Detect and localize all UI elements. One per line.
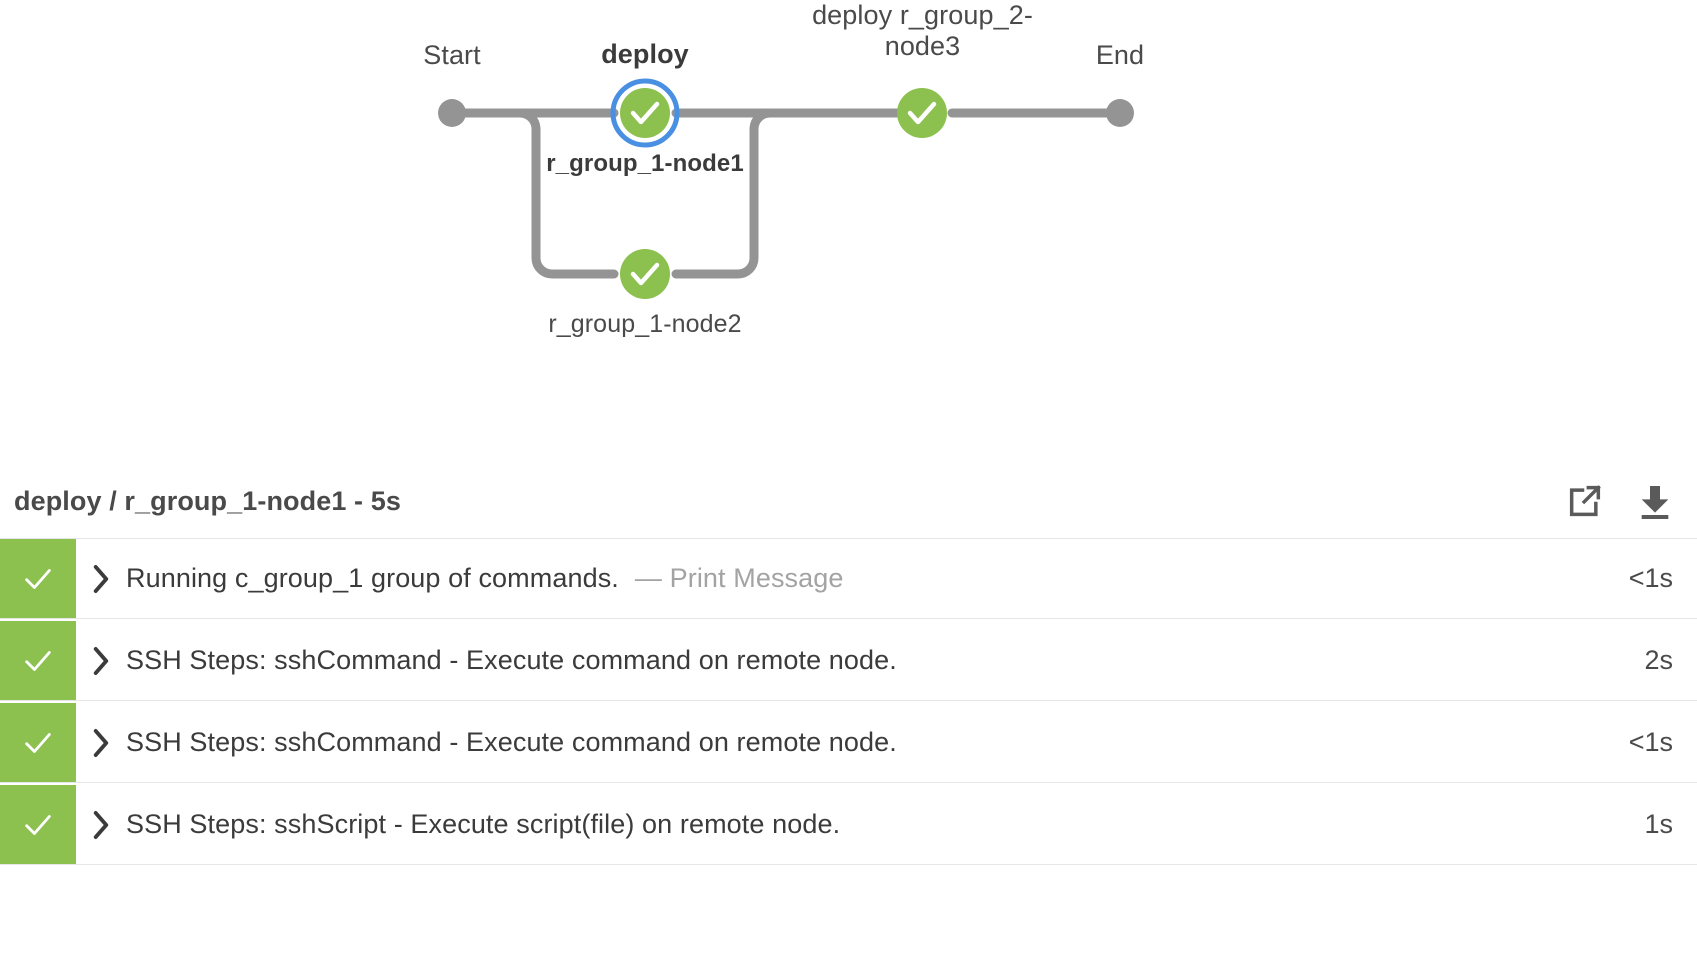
- pipeline-node-r-group-2-node3[interactable]: [897, 88, 947, 138]
- step-note: [840, 809, 856, 839]
- connector-branch-down-left: [495, 108, 619, 279]
- pipeline-node-deploy[interactable]: [610, 78, 680, 148]
- check-icon: [25, 650, 51, 671]
- pipeline-node-r-group-1-node2[interactable]: [620, 249, 670, 299]
- pipeline-connectors: [447, 108, 1125, 279]
- step-status-success: [0, 785, 76, 864]
- check-icon: [25, 732, 51, 753]
- step-row[interactable]: SSH Steps: sshCommand - Execute command …: [0, 621, 1697, 701]
- chevron-right-icon[interactable]: [76, 810, 126, 840]
- selection-ring: [610, 78, 680, 148]
- page-title: deploy / r_group_1-node1 - 5s: [14, 485, 401, 516]
- external-link-icon[interactable]: [1565, 481, 1605, 521]
- pipeline-node-end[interactable]: [1106, 99, 1134, 127]
- pipeline-graph-svg: [438, 78, 1134, 299]
- step-status-success: [0, 703, 76, 782]
- step-title-text: SSH Steps: sshCommand - Execute command …: [126, 727, 897, 757]
- check-icon: [630, 262, 660, 286]
- step-list: Running c_group_1 group of commands. — Pr…: [0, 538, 1697, 865]
- step-note: [897, 645, 913, 675]
- step-title-text: SSH Steps: sshCommand - Execute command …: [126, 645, 897, 675]
- step-duration: <1s: [1628, 563, 1673, 593]
- chevron-right-icon[interactable]: [76, 728, 126, 758]
- status-circle-success: [620, 249, 670, 299]
- pipeline-label-deploy: deploy: [601, 39, 689, 69]
- status-circle-success: [897, 88, 947, 138]
- step-title-text: Running c_group_1 group of commands.: [126, 563, 619, 593]
- chevron-right-icon[interactable]: [76, 564, 126, 594]
- pipeline-node-start[interactable]: [438, 99, 466, 127]
- connector-branch-up-right: [671, 108, 795, 279]
- results-actions: [1565, 481, 1683, 521]
- check-icon: [25, 814, 51, 835]
- step-row[interactable]: Running c_group_1 group of commands. — Pr…: [0, 539, 1697, 619]
- step-row[interactable]: SSH Steps: sshScript - Execute script(fi…: [0, 785, 1697, 865]
- step-note: [897, 727, 913, 757]
- chevron-right-icon[interactable]: [76, 646, 126, 676]
- pipeline-label-r-group-1-node2: r_group_1-node2: [548, 310, 742, 338]
- step-title-text: SSH Steps: sshScript - Execute script(fi…: [126, 809, 841, 839]
- step-duration: 1s: [1644, 809, 1673, 839]
- step-title: SSH Steps: sshScript - Execute script(fi…: [126, 809, 1644, 840]
- step-title: SSH Steps: sshCommand - Execute command …: [126, 645, 1644, 676]
- check-icon: [25, 568, 51, 589]
- step-row[interactable]: SSH Steps: sshCommand - Execute command …: [0, 703, 1697, 783]
- step-results-header: deploy / r_group_1-node1 - 5s: [14, 470, 1683, 532]
- step-title: Running c_group_1 group of commands. — Pr…: [126, 563, 1629, 594]
- pipeline-label-r-group-1-node1: r_group_1-node1: [546, 150, 744, 177]
- step-status-success: [0, 539, 76, 618]
- pipeline-label-end: End: [1095, 40, 1145, 70]
- check-icon: [630, 101, 660, 125]
- status-circle-success: [620, 88, 670, 138]
- pipeline-label-start: Start: [423, 40, 481, 70]
- step-duration: <1s: [1628, 727, 1673, 757]
- step-title: SSH Steps: sshCommand - Execute command …: [126, 727, 1629, 758]
- step-duration: 2s: [1644, 645, 1673, 675]
- step-note: — Print Message: [634, 563, 844, 593]
- check-icon: [907, 101, 937, 125]
- step-status-success: [0, 621, 76, 700]
- pipeline-label-r-group-2-node3: deploy r_group_2- node3: [812, 0, 1033, 61]
- download-icon[interactable]: [1635, 481, 1675, 521]
- pipeline-graph: Start deploy r_group_1-node1 r_group_1-n…: [0, 0, 1697, 470]
